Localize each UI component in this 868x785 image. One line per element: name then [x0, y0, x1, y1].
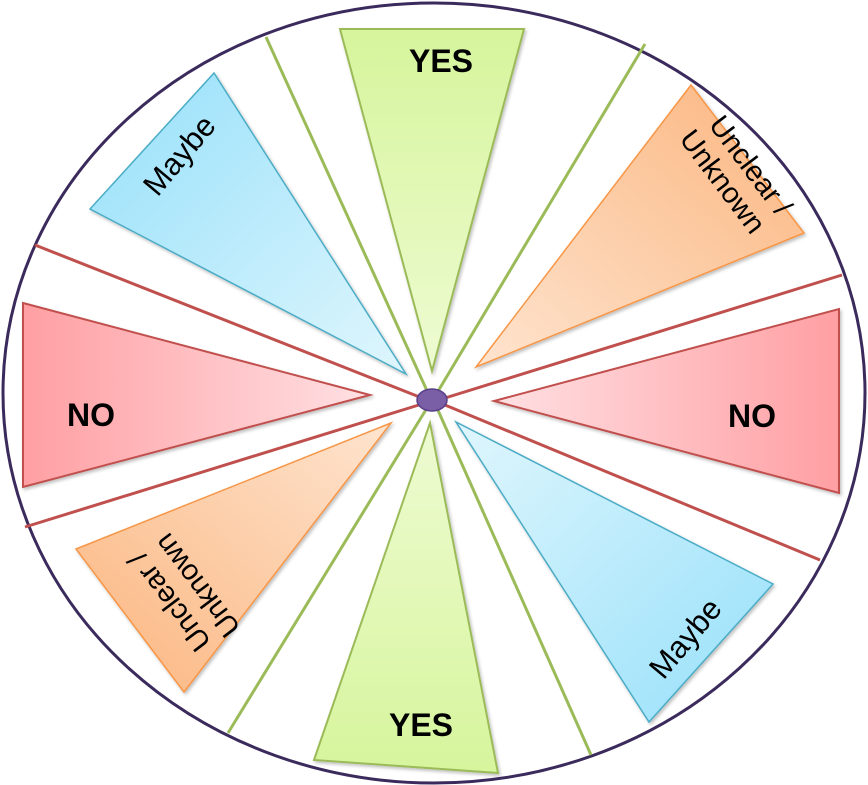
segment-yes-bottom: [312, 419, 500, 775]
divider-red-lower-right: [444, 403, 821, 562]
divider-green-bottom-right: [435, 407, 593, 756]
divider-red-upper-left: [34, 243, 423, 400]
segment-unclear-top-right: [473, 83, 806, 369]
label-yes-top: YES: [409, 43, 473, 79]
segment-yes-top: [338, 28, 526, 375]
label-no-right: NO: [728, 398, 776, 434]
segment-no-right: [490, 307, 840, 495]
segment-maybe-top-left: [88, 71, 409, 376]
segment-no-left: [22, 301, 374, 489]
label-yes-bottom: YES: [389, 707, 453, 743]
divider-green-top-right: [435, 43, 647, 394]
divider-red-lower-left: [24, 402, 423, 529]
label-no-left: NO: [67, 397, 115, 433]
center-pivot: [416, 388, 448, 412]
divider-green-top-left: [264, 36, 430, 394]
segment-unclear-bottom-left: [74, 421, 394, 694]
divider-red-upper-right: [444, 273, 843, 400]
divider-lines: [24, 36, 843, 756]
divider-green-bottom-left: [226, 407, 429, 734]
segment-maybe-bottom-right: [453, 420, 775, 724]
